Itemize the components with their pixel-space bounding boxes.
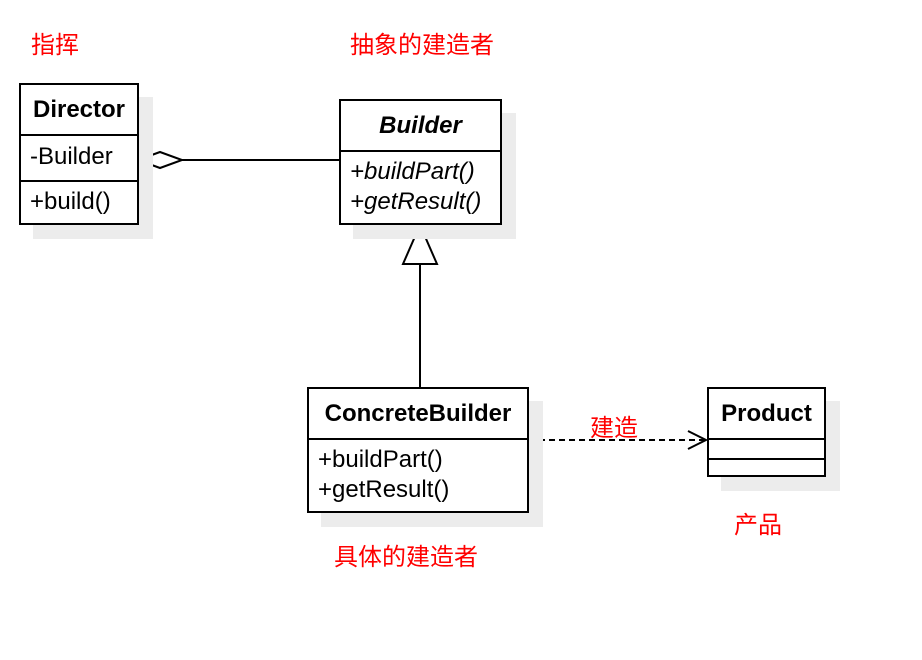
concrete-builder-class-name: ConcreteBuilder [309, 389, 527, 440]
product-class-name: Product [709, 389, 824, 440]
aggregation-diamond [135, 150, 185, 170]
director-operation: +build() [30, 188, 111, 215]
builder-class[interactable]: Builder +buildPart() +getResult() [339, 99, 502, 225]
builder-annotation: 抽象的建造者 [350, 31, 494, 59]
product-operations [709, 460, 824, 475]
dependency-arrowhead [687, 430, 709, 450]
builder-operations: +buildPart() +getResult() [341, 152, 500, 217]
concrete-builder-operations: +buildPart() +getResult() [309, 440, 527, 505]
concrete-builder-operation: +buildPart() [318, 446, 443, 473]
director-operations: +build() [21, 182, 137, 217]
product-class[interactable]: Product [707, 387, 826, 477]
concrete-builder-operation: +getResult() [318, 476, 450, 503]
generalization-arrowhead [401, 222, 439, 265]
product-attributes [709, 440, 824, 460]
builder-operation: +buildPart() [350, 158, 475, 185]
dependency-label: 建造 [590, 414, 638, 442]
director-class-name: Director [21, 85, 137, 136]
product-annotation: 产品 [734, 511, 782, 539]
builder-class-name: Builder [341, 101, 500, 152]
director-attributes: -Builder [21, 136, 137, 182]
concrete-builder-annotation: 具体的建造者 [334, 543, 478, 571]
director-attribute: -Builder [30, 143, 113, 170]
concrete-builder-class[interactable]: ConcreteBuilder +buildPart() +getResult(… [307, 387, 529, 513]
builder-operation: +getResult() [350, 188, 482, 215]
director-annotation: 指挥 [31, 31, 79, 59]
director-class[interactable]: Director -Builder +build() [19, 83, 139, 225]
